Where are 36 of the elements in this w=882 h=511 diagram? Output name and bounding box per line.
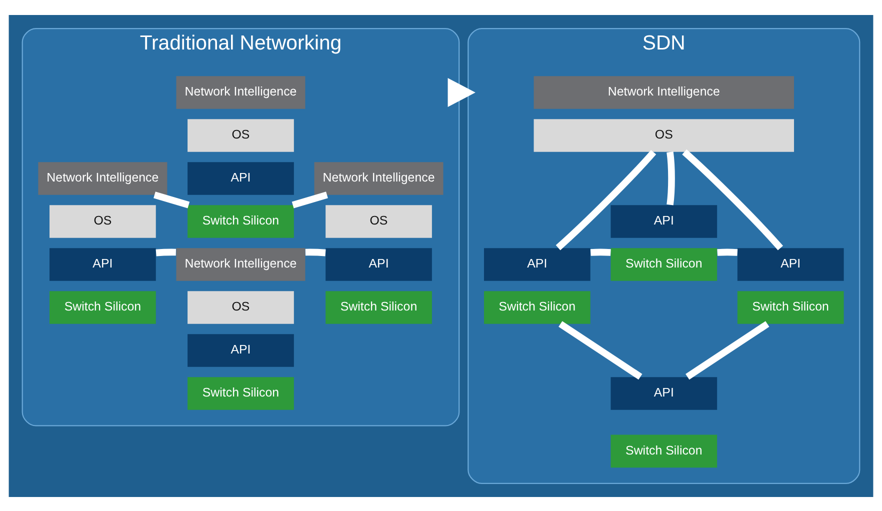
node-box: Network Intelligence <box>38 162 168 194</box>
connector <box>558 320 642 380</box>
connector <box>666 151 675 205</box>
node-box: Switch Silicon <box>737 290 844 324</box>
node-box: Switch Silicon <box>326 290 432 324</box>
connector <box>590 248 611 256</box>
node-box: Switch Silicon <box>50 290 156 324</box>
node-box: Switch Silicon <box>188 376 294 410</box>
node-box: OS <box>188 290 294 324</box>
node-box: Switch Silicon <box>610 248 718 280</box>
node-box: API <box>326 248 432 280</box>
node-box: Network Intelligence <box>534 76 794 108</box>
arrow <box>448 77 476 107</box>
node-box: API <box>484 248 590 280</box>
node-box: Network Intelligence <box>314 162 444 194</box>
node-box: API <box>610 204 718 238</box>
node-box: Switch Silicon <box>610 434 718 468</box>
node-box: OS <box>534 118 794 152</box>
connector <box>717 248 738 256</box>
node-box: API <box>188 162 294 194</box>
node-box: API <box>188 334 294 366</box>
connector <box>682 148 783 250</box>
node-box: OS <box>50 204 156 238</box>
node-box: Network Intelligence <box>176 248 306 280</box>
node-box: API <box>50 248 156 280</box>
node-box: Switch Silicon <box>188 204 294 238</box>
connector <box>305 248 326 256</box>
node-box: Switch Silicon <box>484 290 590 324</box>
connector <box>556 149 656 250</box>
connector <box>156 248 176 256</box>
node-box: API <box>610 376 718 410</box>
node-box: Network Intelligence <box>176 76 306 108</box>
node-box: OS <box>188 118 294 152</box>
node-box: API <box>737 248 844 280</box>
node-box: OS <box>326 204 432 238</box>
connector <box>686 320 770 380</box>
